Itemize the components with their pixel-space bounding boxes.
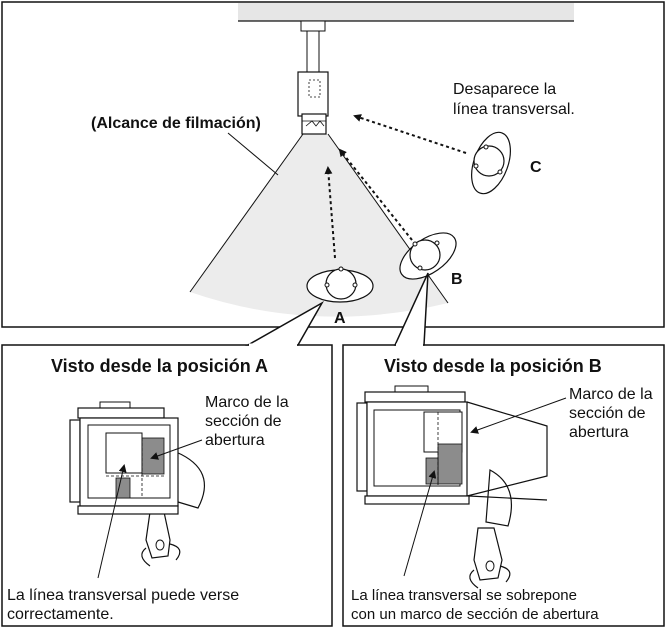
c-note-line2: línea transversal.: [453, 101, 575, 118]
panel-b-frame-line2: sección de: [569, 405, 646, 422]
person-a: [306, 266, 374, 303]
shooting-range-fan: [190, 134, 448, 317]
leader-b-line: [403, 470, 437, 577]
shooting-range-label: (Alcance de filmación): [91, 115, 261, 132]
person-b: [399, 232, 457, 280]
c-note-line1: Desaparece la: [453, 81, 557, 98]
panel-b-frame-line1: Marco de la: [569, 386, 653, 403]
panel-a-frame: [1, 344, 333, 627]
person-c: [471, 131, 511, 195]
panel-b-caption-line1: La línea transversal se sobrepone: [351, 587, 577, 604]
panel-a-frame-line1: Marco de la: [205, 394, 289, 411]
panel-b-caption-line2: con un marco de sección de abertura: [351, 606, 599, 623]
panel-a-frame-line3: abertura: [205, 432, 265, 449]
panel-a-caption-line1: La línea transversal puede verse: [7, 587, 240, 604]
leader-b-frame: [470, 397, 567, 434]
ceiling: [238, 3, 574, 21]
panel-b-frame: [342, 344, 665, 627]
panel-a-frame-line2: sección de: [205, 413, 282, 430]
panel-b-frame-line3: abertura: [569, 424, 629, 441]
range-label-leader: [227, 132, 279, 176]
panel-b-title: Visto desde la posición B: [384, 356, 602, 376]
top-panel-frame: [1, 1, 665, 328]
camera-front-view-a: [69, 401, 206, 567]
panel-a-caption-line2: correctamente.: [7, 606, 114, 623]
position-c-label: C: [530, 159, 542, 176]
position-b-label: B: [451, 271, 463, 288]
arrow-from-b: [338, 148, 413, 241]
ceiling-camera: [297, 20, 329, 135]
arrow-from-c: [353, 114, 467, 154]
leader-a-line: [97, 464, 127, 579]
leader-a-frame: [150, 439, 203, 460]
camera-front-view-b: [356, 385, 548, 589]
position-a-label: A: [334, 310, 346, 327]
panel-a-title: Visto desde la posición A: [51, 356, 269, 376]
